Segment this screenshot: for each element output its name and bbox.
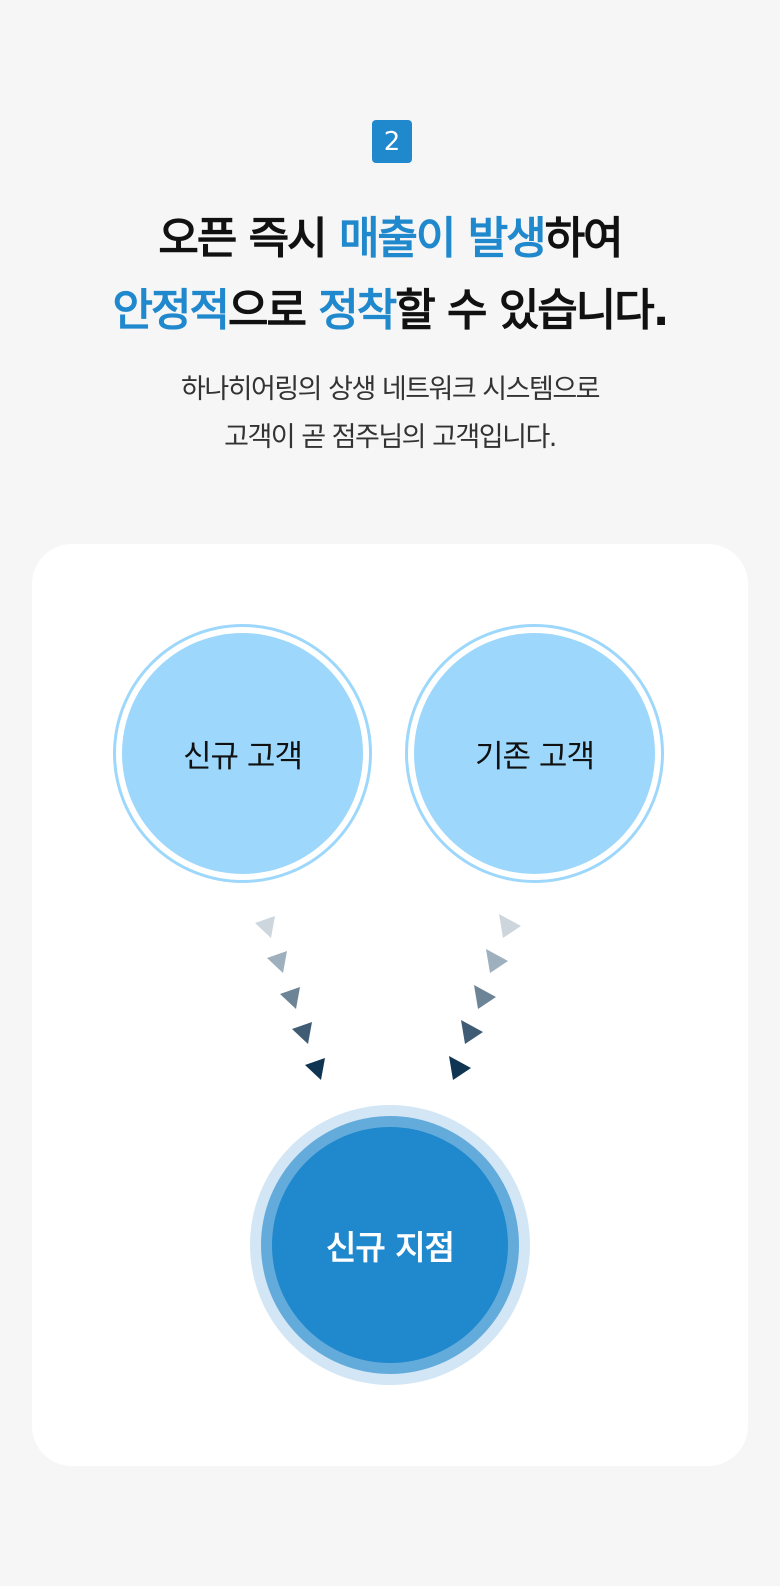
headline-highlight: 안정적: [112, 285, 230, 336]
headline-text: 으로: [227, 285, 319, 336]
arrow-triangle-icon: [499, 914, 521, 938]
headline-text: 오픈 즉시: [158, 213, 339, 264]
arrow-triangle-icon: [305, 1058, 325, 1080]
headline-text: 하여: [544, 213, 624, 264]
headline-highlight: 매출이 발생: [338, 213, 547, 264]
headline-text: 할 수 있습니다.: [395, 285, 669, 336]
headline: 오픈 즉시 매출이 발생하여 안정적으로 정착할 수 있습니다.: [0, 203, 780, 347]
arrow-triangle-icon: [486, 949, 508, 973]
subtitle: 하나히어링의 상생 네트워크 시스템으로 고객이 곧 점주님의 고객입니다.: [0, 366, 780, 462]
new-branch-ring: 신규 지점: [261, 1116, 519, 1374]
arrow-triangle-icon: [255, 916, 275, 938]
subtitle-line-2: 고객이 곧 점주님의 고객입니다.: [224, 422, 557, 453]
subtitle-line-1: 하나히어링의 상생 네트워크 시스템으로: [180, 374, 601, 405]
arrow-triangle-icon: [280, 987, 300, 1009]
existing-customer-circle: 기존 고객: [405, 624, 664, 883]
arrow-triangle-icon: [449, 1056, 471, 1080]
arrow-triangle-icon: [267, 951, 287, 973]
headline-line-1: 오픈 즉시 매출이 발생하여: [0, 203, 780, 275]
existing-customer-label: 기존 고객: [414, 633, 655, 874]
new-customer-circle: 신규 고객: [113, 624, 372, 883]
network-diagram-card: 신규 고객 기존 고객 신규 지점: [32, 544, 748, 1466]
new-customer-label: 신규 고객: [122, 633, 363, 874]
step-number-badge: 2: [372, 120, 412, 163]
new-branch-circle: 신규 지점: [250, 1105, 530, 1385]
headline-line-2: 안정적으로 정착할 수 있습니다.: [0, 275, 780, 347]
step-number: 2: [383, 126, 401, 157]
arrow-triangle-icon: [474, 985, 496, 1009]
new-branch-label: 신규 지점: [272, 1127, 508, 1363]
arrow-triangle-icon: [461, 1020, 483, 1044]
headline-highlight: 정착: [318, 285, 397, 336]
arrow-triangle-icon: [292, 1022, 312, 1044]
